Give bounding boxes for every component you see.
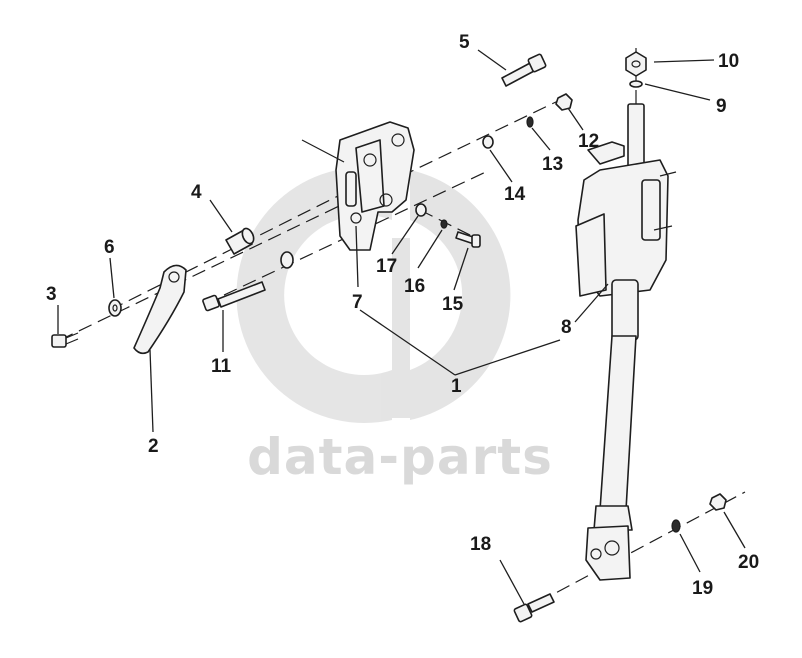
watermark-text: data-parts <box>247 428 553 486</box>
callout-5: 5 <box>459 32 470 53</box>
part-bolt-small <box>51 332 79 348</box>
part-washer-mid <box>280 251 294 269</box>
part-washer-17 <box>415 203 427 217</box>
part-steering-column <box>575 103 677 581</box>
part-long-bolt <box>501 53 547 87</box>
callout-14: 14 <box>504 184 526 205</box>
callout-4: 4 <box>191 182 202 203</box>
part-washer-14 <box>482 135 494 149</box>
callout-12: 12 <box>578 131 599 152</box>
part-washer-9 <box>629 80 643 88</box>
callout-9: 9 <box>716 96 727 117</box>
watermark: data-parts <box>236 167 552 486</box>
leader-lines <box>57 49 746 605</box>
callout-16: 16 <box>404 276 425 297</box>
part-washer-16 <box>440 219 448 229</box>
callout-6: 6 <box>104 237 115 258</box>
part-bolt-11 <box>202 281 266 312</box>
callout-17: 17 <box>376 256 397 277</box>
callout-3: 3 <box>46 284 57 305</box>
callout-10: 10 <box>718 51 739 72</box>
part-washer-left <box>108 299 122 317</box>
callout-18: 18 <box>470 534 491 555</box>
part-nut-10 <box>625 51 647 77</box>
callout-20: 20 <box>738 552 759 573</box>
callout-11: 11 <box>211 356 232 377</box>
callout-15: 15 <box>442 294 464 315</box>
part-bolt-18 <box>513 593 555 623</box>
part-washer-19 <box>671 519 681 533</box>
callout-1: 1 <box>451 376 462 397</box>
callout-19: 19 <box>692 578 713 599</box>
callout-labels: 1 2 3 4 5 6 7 8 9 10 11 12 13 14 15 16 1… <box>46 32 759 599</box>
callout-2: 2 <box>148 436 159 457</box>
part-pin-15 <box>455 231 481 248</box>
callout-8: 8 <box>561 317 572 338</box>
watermark-logo <box>236 167 511 424</box>
part-spacer-sleeve <box>225 227 255 255</box>
part-nut-20 <box>709 493 727 511</box>
part-washer-13 <box>526 116 534 128</box>
part-curved-arm <box>133 264 187 355</box>
callout-13: 13 <box>542 154 563 175</box>
callout-7: 7 <box>352 292 363 313</box>
part-bracket-assembly <box>301 121 415 251</box>
part-nut-12 <box>555 93 573 111</box>
